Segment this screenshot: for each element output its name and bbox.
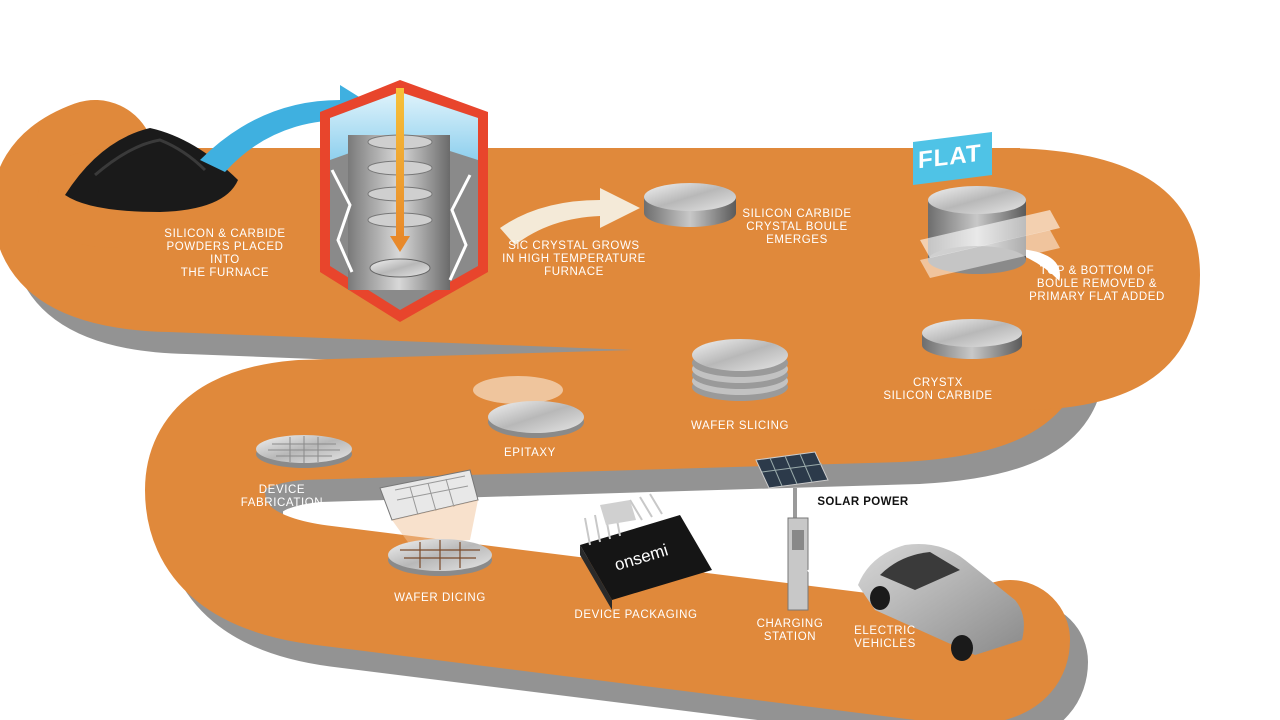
process-road <box>0 100 1086 720</box>
label-dicing: WAFER DICING <box>380 592 500 605</box>
label-line: SOLAR POWER <box>817 496 909 508</box>
label-powders: SILICON & CARBIDE POWDERS PLACED INTO TH… <box>150 228 300 280</box>
boule <box>644 183 736 227</box>
label-line: EPITAXY <box>504 447 556 459</box>
dicing-assembly <box>379 469 492 576</box>
label-line: FABRICATION <box>240 497 324 509</box>
label-charging: CHARGING STATION <box>745 618 835 644</box>
label-line: SILICON CARBIDE <box>742 208 852 220</box>
label-packaging: DEVICE PACKAGING <box>566 609 706 622</box>
electric-car <box>858 544 1024 661</box>
label-line: PRIMARY FLAT ADDED <box>1029 291 1165 303</box>
label-line: DEVICE PACKAGING <box>574 609 698 621</box>
packaged-chip <box>580 493 712 610</box>
label-ev: ELECTRIC VEHICLES <box>840 625 930 651</box>
label-line: SILICON CARBIDE <box>883 390 993 402</box>
label-fabrication: DEVICE FABRICATION <box>222 484 342 510</box>
label-flat: TOP & BOTTOM OF BOULE REMOVED & PRIMARY … <box>1022 265 1172 304</box>
label-crystx: CRYSTX SILICON CARBIDE <box>868 377 1008 403</box>
label-line: WAFER SLICING <box>690 420 790 432</box>
label-line: THE FURNACE <box>180 267 270 279</box>
label-line: DEVICE <box>258 484 306 496</box>
charging-station <box>755 451 871 611</box>
label-line: SILICON & CARBIDE <box>164 228 286 240</box>
flat-badge <box>913 132 992 185</box>
label-furnace: SiC CRYSTAL GROWS IN HIGH TEMPERATURE FU… <box>494 240 654 279</box>
boule-stack <box>920 186 1060 278</box>
label-line: ELECTRIC <box>854 625 916 637</box>
label-line: POWDERS PLACED INTO <box>166 241 284 266</box>
label-line: STATION <box>763 631 817 643</box>
road-upper-strip <box>120 148 1020 248</box>
label-line: CRYSTAL BOULE <box>746 221 848 233</box>
epitaxy-wafer <box>473 376 584 438</box>
label-line: TOP & BOTTOM OF <box>1039 265 1155 277</box>
wafer-stack <box>692 339 788 401</box>
label-epitaxy: EPITAXY <box>480 447 580 460</box>
label-boule: SILICON CARBIDE CRYSTAL BOULE EMERGES <box>732 208 862 247</box>
label-solar: SOLAR POWER <box>808 496 918 509</box>
label-line: BOULE REMOVED & <box>1036 278 1158 290</box>
powder-pile <box>65 128 238 212</box>
label-line: VEHICLES <box>854 638 916 650</box>
label-line: IN HIGH TEMPERATURE <box>502 253 646 265</box>
fabrication-wafer <box>256 435 352 468</box>
label-line: CRYSTX <box>912 377 964 389</box>
label-line: SiC CRYSTAL GROWS <box>508 240 640 252</box>
label-line: EMERGES <box>766 234 828 246</box>
label-slicing: WAFER SLICING <box>665 420 815 433</box>
label-line: WAFER DICING <box>394 592 486 604</box>
furnace <box>320 80 488 322</box>
label-line: FURNACE <box>544 266 604 278</box>
growth-arrow <box>500 188 640 245</box>
crystx-wafer <box>922 319 1022 359</box>
label-line: CHARGING <box>756 618 824 630</box>
